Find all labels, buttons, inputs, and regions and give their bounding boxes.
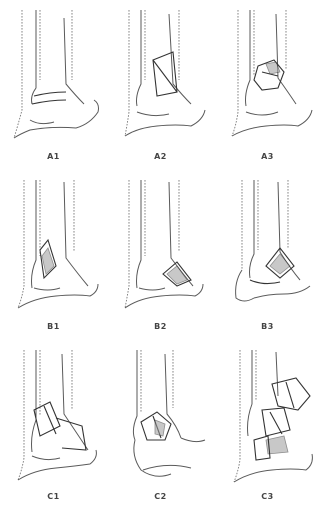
ankle-fracture-type-b2-icon: [107, 170, 214, 320]
panel-label: A3: [214, 152, 321, 161]
panel-label: A2: [107, 152, 214, 161]
ankle-fracture-type-c1-icon: [0, 340, 107, 490]
panel-label: B1: [0, 322, 107, 331]
ankle-fracture-type-a1-icon: [0, 0, 107, 150]
panel-c3: C3: [214, 340, 321, 510]
panel-label: C3: [214, 492, 321, 501]
panel-a3: A3: [214, 0, 321, 170]
panel-a1: A1: [0, 0, 107, 170]
panel-b3: B3: [214, 170, 321, 340]
ankle-fracture-type-a3-icon: [214, 0, 321, 150]
panel-label: B2: [107, 322, 214, 331]
panel-b2: B2: [107, 170, 214, 340]
panel-c1: C1: [0, 340, 107, 510]
ankle-fracture-type-c3-icon: [214, 340, 321, 490]
panel-label: C2: [107, 492, 214, 501]
ankle-fracture-type-b3-icon: [214, 170, 321, 320]
ankle-fracture-type-b1-icon: [0, 170, 107, 320]
panel-b1: B1: [0, 170, 107, 340]
panel-a2: A2: [107, 0, 214, 170]
panel-label: C1: [0, 492, 107, 501]
ankle-fracture-type-c2-icon: [107, 340, 214, 490]
ankle-fracture-type-a2-icon: [107, 0, 214, 150]
panel-label: B3: [214, 322, 321, 331]
panel-label: A1: [0, 152, 107, 161]
panel-c2: C2: [107, 340, 214, 510]
